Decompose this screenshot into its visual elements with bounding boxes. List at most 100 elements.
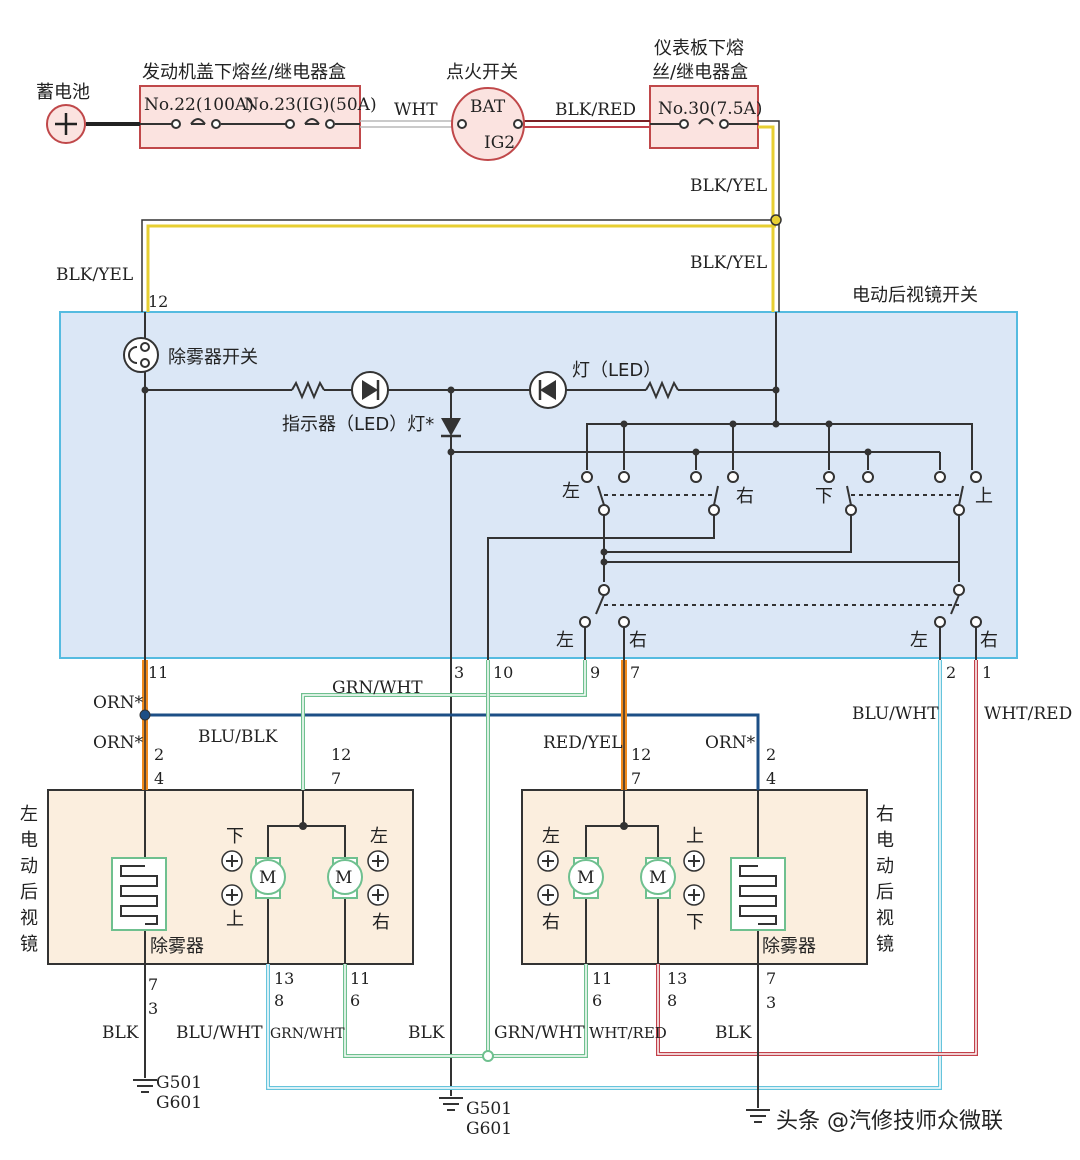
svg-text:右: 右: [876, 804, 894, 825]
ignition-label: 点火开关: [446, 62, 518, 83]
wire-blk-yel-2: BLK/YEL: [690, 253, 767, 273]
pin-11: 11: [148, 663, 168, 682]
left-plus-marks: [226, 855, 384, 901]
ground-icon-left: [133, 1079, 157, 1093]
left-motor-2-label: M: [335, 868, 352, 888]
dash-fuse-box: [649, 85, 759, 149]
left-label-down: 下: [226, 826, 244, 847]
wire-blu-blk: BLU/BLK: [198, 727, 278, 747]
lm-pin-7: 7: [331, 769, 341, 788]
pin-3: 3: [454, 663, 464, 682]
rm-pin-2: 2: [766, 745, 776, 764]
underhood-box-label: 发动机盖下熔丝/继电器盒: [142, 62, 346, 83]
switch-arms: [595, 485, 964, 615]
rm-pin-7: 7: [631, 769, 641, 788]
indicator-label: 指示器（LED）灯*: [282, 414, 434, 435]
right-motor-1-icon: [568, 857, 604, 899]
sel-left-2: 左: [556, 630, 574, 651]
sel-up: 上: [975, 486, 993, 507]
left-label-up: 上: [226, 909, 244, 930]
pin-2: 2: [946, 663, 956, 682]
ground-center-a: G501: [466, 1099, 512, 1119]
fuse23-label: No.23(IG)(50A): [244, 95, 377, 115]
defogger-switch-icon: [123, 337, 159, 373]
pin-12: 12: [148, 292, 168, 311]
svg-text:动: 动: [876, 856, 894, 877]
top-wires: [86, 118, 780, 312]
lm-pin-8: 8: [274, 991, 284, 1010]
lm-pin-12: 12: [331, 745, 351, 764]
lm-pin-3b: 3: [148, 999, 158, 1018]
svg-text:后: 后: [876, 882, 894, 903]
battery-icon: [46, 104, 86, 144]
sel-down: 下: [815, 486, 833, 507]
ground-icon-center: [439, 1097, 463, 1111]
rm-pin-3b: 3: [766, 993, 776, 1012]
ignition-switch-icon: [451, 87, 525, 161]
sel-left-3: 左: [910, 630, 928, 651]
wire-wht-label: WHT: [394, 100, 438, 120]
svg-text:后: 后: [20, 882, 38, 903]
lower-wires: [142, 660, 978, 1108]
wire-orn-2: ORN*: [93, 733, 144, 753]
wire-wht-red-right: WHT/RED: [984, 704, 1072, 724]
wire-grn-wht-b1: GRN/WHT: [270, 1026, 345, 1042]
indicator-led-icon: [351, 371, 389, 409]
lm-pin-11: 11: [350, 969, 370, 988]
ground-left-b: G601: [156, 1093, 202, 1113]
lm-pin-6: 6: [350, 991, 360, 1010]
svg-text:视: 视: [876, 908, 894, 929]
left-motor-1-icon: [250, 857, 286, 899]
ground-center-b: G601: [466, 1119, 512, 1139]
rm-pin-7b: 7: [766, 969, 776, 988]
wire-wht-red-bottom: WHT/RED: [589, 1024, 667, 1042]
right-motor-2-label: M: [649, 868, 666, 888]
svg-text:左: 左: [20, 804, 38, 825]
switch-linkage: [604, 494, 959, 606]
sel-right-1: 右: [736, 486, 754, 507]
svg-text:镜: 镜: [876, 934, 894, 955]
fuse30-label: No.30(7.5A): [658, 99, 762, 119]
svg-text:镜: 镜: [20, 934, 38, 955]
lm-pin-13: 13: [274, 969, 294, 988]
rm-pin-11: 11: [592, 969, 612, 988]
wire-grn-wht-b2: GRN/WHT: [494, 1023, 585, 1043]
wire-blk-2: BLK: [408, 1023, 445, 1043]
right-label-right: 右: [542, 912, 560, 933]
left-mirror-title: 左 电 动 后 视 镜: [20, 804, 38, 955]
left-motor-1-label: M: [259, 868, 276, 888]
ground-left-a: G501: [156, 1073, 202, 1093]
right-motor-2-icon: [640, 857, 676, 899]
defog-switch-label: 除雾器开关: [168, 347, 258, 368]
wire-grn-wht-top: GRN/WHT: [332, 678, 423, 698]
wire-red-yel: RED/YEL: [543, 733, 623, 753]
wire-blk-1: BLK: [102, 1023, 139, 1043]
lm-pin-2: 2: [154, 745, 164, 764]
pin-10: 10: [493, 663, 513, 682]
wire-orn-3: ORN*: [705, 733, 756, 753]
svg-text:电: 电: [20, 830, 38, 851]
sel-right-3: 右: [980, 630, 998, 651]
pin-7: 7: [630, 663, 640, 682]
dash-box-label-1: 仪表板下熔: [654, 38, 744, 59]
wire-orn-1: ORN*: [93, 693, 144, 713]
rm-pin-6: 6: [592, 991, 602, 1010]
right-mirror-title: 右 电 动 后 视 镜: [876, 804, 894, 955]
left-motor-2-icon: [327, 857, 363, 899]
fuse22-label: No.22(100A): [144, 95, 254, 115]
rm-pin-13: 13: [667, 969, 687, 988]
wire-blk-yel-1: BLK/YEL: [690, 176, 767, 196]
svg-text:视: 视: [20, 908, 38, 929]
rm-pin-8: 8: [667, 991, 677, 1010]
pin-1: 1: [982, 663, 992, 682]
underhood-fuse-box: [139, 85, 361, 149]
right-defogger-label: 除雾器: [762, 936, 816, 957]
wire-blu-wht-bottom: BLU/WHT: [176, 1023, 263, 1043]
rm-pin-12: 12: [631, 745, 651, 764]
wire-blu-wht-right: BLU/WHT: [852, 704, 939, 724]
right-label-down: 下: [686, 912, 704, 933]
ground-icon-right: [746, 1109, 770, 1123]
battery-label: 蓄电池: [36, 82, 90, 103]
right-motor-1-label: M: [577, 868, 594, 888]
